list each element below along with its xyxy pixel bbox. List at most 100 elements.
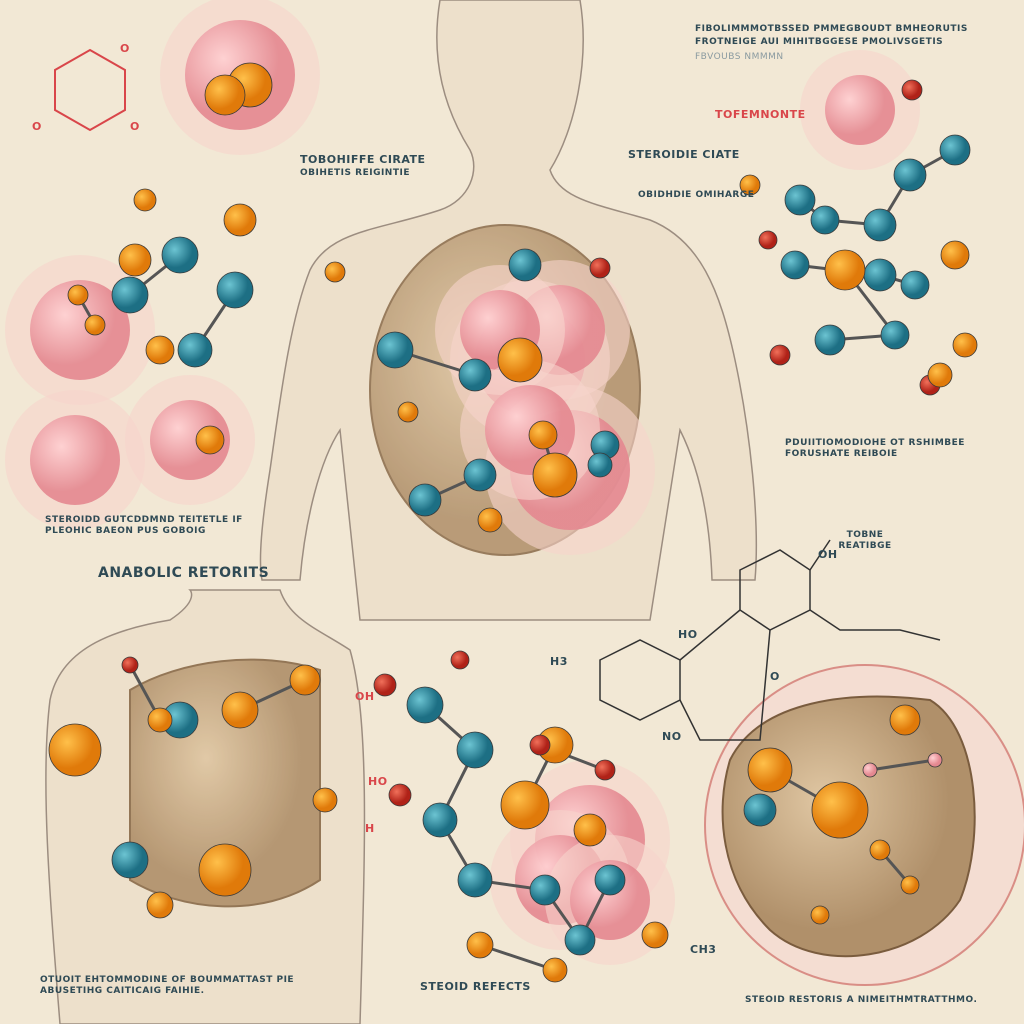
teal-atom xyxy=(743,793,777,827)
teal-atom xyxy=(814,324,846,356)
teal-atom xyxy=(456,731,494,769)
bond-label: H3 xyxy=(550,655,568,668)
orange-atom xyxy=(223,203,257,237)
top-right-heading: FIBOLIMMMOTBSSED PMMEGBOUDT BMHEORUTIS xyxy=(695,24,968,34)
top-right-sub: FBVOUBS NMMMN xyxy=(695,52,784,62)
teal-atom xyxy=(784,184,816,216)
teal-atom xyxy=(529,874,561,906)
orange-atom xyxy=(289,664,321,696)
tofemnonte-label: TOFEMNONTE xyxy=(715,108,806,121)
orange-atom xyxy=(927,362,953,388)
orange-atom xyxy=(824,249,866,291)
orange-atom xyxy=(810,905,830,925)
teal-atom xyxy=(376,331,414,369)
orange-atom xyxy=(739,174,761,196)
orange-atom xyxy=(747,747,793,793)
top-center-title: TOBOHIFFE CIRATE xyxy=(300,153,426,166)
teal-atom xyxy=(508,248,542,282)
orange-atom xyxy=(900,875,920,895)
teal-atom xyxy=(111,276,149,314)
orange-atom xyxy=(528,420,558,450)
teal-atom xyxy=(863,208,897,242)
chemical-structure xyxy=(599,539,941,741)
red-atom xyxy=(769,344,791,366)
teal-atom xyxy=(457,862,493,898)
orange-atom xyxy=(118,243,152,277)
organ-blob xyxy=(150,400,230,480)
right-mid-caption: PDUIITIOMODIOHE OT RSHIMBEE FORUSHATE RE… xyxy=(785,438,965,460)
orange-atom xyxy=(146,891,174,919)
pink-atom xyxy=(927,752,943,768)
benzene-ring xyxy=(54,48,126,132)
orange-atom xyxy=(397,401,419,423)
molecule-bond xyxy=(869,758,936,772)
bottom-left-caption: OTUOIT EHTOMMODINE OF BOUMMATTAST PIE AB… xyxy=(40,975,295,997)
bond-label: HO xyxy=(368,775,388,788)
bond-label: CH3 xyxy=(690,943,717,956)
anabolic-title: ANABOLIC RETORITS xyxy=(98,565,270,581)
teal-atom xyxy=(594,864,626,896)
orange-atom xyxy=(145,335,175,365)
teal-atom xyxy=(177,332,213,368)
red-atom xyxy=(450,650,470,670)
organ-blob xyxy=(30,415,120,505)
teal-atom xyxy=(780,250,810,280)
orange-atom xyxy=(48,723,102,777)
top-right-heading-2: FROTNEIGE AUI MIHITBGGESE PMOLIVSGETIS xyxy=(695,37,944,47)
organ-blob xyxy=(825,75,895,145)
red-atom xyxy=(388,783,412,807)
red-atom xyxy=(594,759,616,781)
bond-label: O xyxy=(770,670,780,683)
orange-atom xyxy=(221,691,259,729)
teal-atom xyxy=(161,236,199,274)
orange-atom xyxy=(204,74,246,116)
teal-atom xyxy=(422,802,458,838)
bond-label: OH xyxy=(355,690,375,703)
orange-atom xyxy=(542,957,568,983)
top-center-sub: OBIHETIS REIGINTIE xyxy=(300,168,410,178)
teal-atom xyxy=(810,205,840,235)
pink-atom xyxy=(862,762,878,778)
orange-atom xyxy=(532,452,578,498)
red-atom xyxy=(901,79,923,101)
red-atom xyxy=(529,734,551,756)
teal-atom xyxy=(406,686,444,724)
orange-atom xyxy=(869,839,891,861)
bond-label: O xyxy=(130,120,140,133)
orange-atom xyxy=(500,780,550,830)
orange-atom xyxy=(195,425,225,455)
red-atom xyxy=(373,673,397,697)
orange-atom xyxy=(573,813,607,847)
bond-label: HO xyxy=(678,628,698,641)
orange-atom xyxy=(312,787,338,813)
orange-atom xyxy=(198,843,252,897)
orange-atom xyxy=(84,314,106,336)
orange-atom xyxy=(147,707,173,733)
orange-atom xyxy=(324,261,346,283)
orange-atom xyxy=(133,188,157,212)
teal-atom xyxy=(463,458,497,492)
orange-atom xyxy=(940,240,970,270)
orange-atom xyxy=(889,704,921,736)
top-mid-right-label: TOBNE REATIBGE xyxy=(838,530,892,552)
teal-atom xyxy=(893,158,927,192)
bond-label: O xyxy=(120,42,130,55)
teal-atom xyxy=(408,483,442,517)
teal-atom xyxy=(587,452,613,478)
bottom-right-caption: STEOID RESTORIS A NIMEITHMTRATTHMO. xyxy=(745,995,978,1005)
teal-atom xyxy=(863,258,897,292)
bond-label: O xyxy=(32,120,42,133)
steroid-sub-label: OBIDHDIE OMIHARGE xyxy=(638,190,755,200)
teal-atom xyxy=(458,358,492,392)
orange-atom xyxy=(477,507,503,533)
orange-atom xyxy=(466,931,494,959)
teal-atom xyxy=(111,841,149,879)
red-atom xyxy=(121,656,139,674)
orange-atom xyxy=(641,921,669,949)
left-mid-caption: STEROIDD GUTCDDMND TEITETLE IF PLEOHIC B… xyxy=(45,515,243,537)
bottom-center-title: STEOID REFECTS xyxy=(420,980,531,993)
teal-atom xyxy=(900,270,930,300)
orange-atom xyxy=(497,337,543,383)
